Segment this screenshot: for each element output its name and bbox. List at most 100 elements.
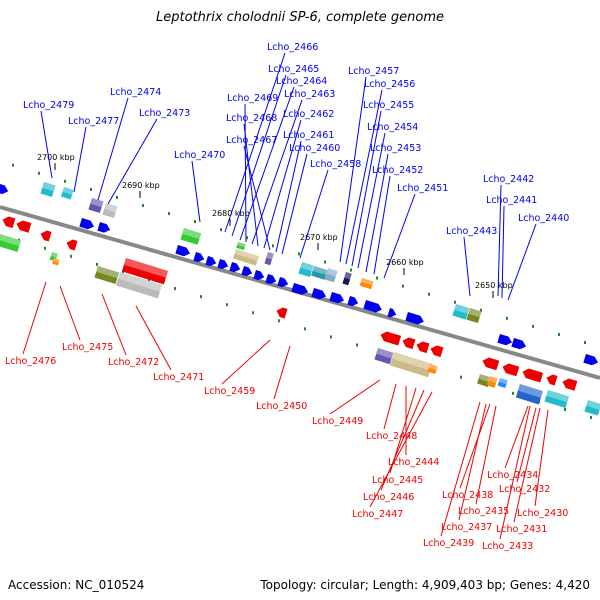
forward-gene-label: Lcho_2440: [518, 213, 569, 224]
gene-feature-box-highlight: [428, 364, 438, 371]
reverse-gene-label: Lcho_2435: [458, 506, 509, 517]
gene-feature-box-highlight: [300, 262, 314, 272]
gene-feature-box-rect: [477, 374, 490, 387]
forward-gene-label-leader: [299, 169, 329, 259]
forward-gene-label: Lcho_2470: [174, 150, 225, 161]
forward-gene-arrow: [363, 300, 382, 313]
forward-gene-label-leader: [224, 52, 286, 233]
forward-gene-label-leader: [281, 153, 308, 255]
forward-gene-arrow-shape: [311, 288, 327, 300]
reverse-gene-label-leader: [273, 345, 291, 400]
forward-gene-label: Lcho_2461: [283, 130, 334, 141]
gene-feature-box-highlight: [586, 400, 600, 410]
gene-feature-box-highlight: [376, 348, 394, 359]
gene-feature-box-highlight: [478, 374, 490, 382]
reverse-gene-arrow-shape: [66, 239, 78, 251]
forward-gene-label: Lcho_2477: [68, 116, 119, 127]
gene-feature-box: [298, 262, 314, 278]
forward-gene-arrow: [205, 256, 217, 267]
forward-gene-arrow: [253, 270, 265, 281]
gene-feature-box-rect: [311, 266, 328, 280]
gene-feature-box: [0, 234, 22, 252]
forward-gene-label: Lcho_2442: [483, 174, 534, 185]
scale-label: 2690 kbp: [122, 181, 160, 190]
reverse-gene-label: Lcho_2431: [496, 524, 547, 535]
gene-feature-box-rect: [298, 262, 314, 278]
reverse-gene-arrow: [66, 239, 78, 251]
reverse-gene-arrow: [276, 307, 288, 319]
gene-feature-box-rect: [88, 198, 104, 214]
map-title: Leptothrix cholodnii SP-6, complete geno…: [156, 10, 444, 25]
scale-tick-mark: [558, 332, 560, 336]
gene-feature-box-highlight: [117, 272, 163, 292]
reverse-gene-label: Lcho_2444: [388, 457, 439, 468]
forward-gene-arrow: [347, 296, 359, 307]
forward-gene-label: Lcho_2468: [226, 113, 277, 124]
reverse-gene-label-leader: [475, 405, 497, 505]
forward-gene-label: Lcho_2456: [364, 79, 415, 90]
gene-feature-box-rect: [452, 304, 470, 320]
forward-gene-label: Lcho_2457: [348, 66, 399, 77]
forward-gene-arrow: [329, 292, 345, 304]
forward-gene-arrow-shape: [205, 256, 217, 267]
accession-text: Accession: NC_010524: [8, 578, 145, 592]
scale-tick-mark: [584, 341, 586, 345]
forward-gene-label: Lcho_2451: [397, 183, 448, 194]
gene-feature-box-highlight: [468, 308, 482, 318]
reverse-gene-label-leader: [59, 285, 81, 341]
reverse-gene-label: Lcho_2471: [153, 372, 204, 383]
forward-gene-arrow-shape: [277, 277, 289, 288]
scale-tick-mark: [590, 416, 592, 420]
gene-feature-box: [466, 308, 482, 324]
forward-gene-arrow: [511, 338, 527, 350]
reverse-gene-label-leader: [499, 405, 531, 540]
reverse-gene-label-leader: [516, 407, 537, 483]
reverse-gene-arrow-shape: [380, 331, 402, 346]
forward-gene-arrow: [291, 283, 308, 295]
gene-feature-box-rect: [342, 272, 352, 286]
gene-feature-box-highlight: [488, 376, 498, 384]
gene-feature-box-rect: [584, 400, 600, 416]
scale-tick-mark: [200, 295, 202, 299]
gene-feature-box-highlight: [498, 378, 508, 385]
forward-gene-label-leader: [243, 145, 271, 251]
reverse-gene-label-leader: [459, 403, 491, 489]
scale-tick-mark: [278, 319, 280, 323]
gene-feature-box-rect: [264, 252, 274, 266]
reverse-gene-arrow: [522, 368, 544, 383]
forward-gene-arrow-shape: [175, 245, 191, 257]
reverse-gene-label: Lcho_2448: [366, 431, 417, 442]
forward-gene-label-leader: [383, 193, 416, 279]
reverse-gene-label: Lcho_2446: [363, 492, 414, 503]
gene-feature-box: [94, 266, 120, 284]
gene-feature-box-rect: [324, 268, 338, 283]
gene-feature-box: [497, 378, 508, 389]
reverse-gene-label-leader: [383, 383, 397, 430]
forward-gene-arrow-shape: [329, 292, 345, 304]
reverse-gene-arrow-shape: [482, 357, 500, 371]
forward-gene-arrow-shape: [217, 259, 229, 270]
scale-tick-mark: [70, 254, 72, 258]
gene-feature-box-highlight: [123, 258, 169, 278]
reverse-gene-label-leader: [513, 407, 541, 523]
reverse-gene-arrow: [430, 345, 444, 358]
forward-gene-label: Lcho_2467: [226, 135, 277, 146]
forward-gene-label-leader: [497, 184, 502, 297]
scale-tick-mark: [12, 163, 14, 167]
reverse-gene-arrow-shape: [276, 307, 288, 319]
gene-feature-box-highlight: [546, 390, 570, 403]
gene-feature-box: [324, 268, 338, 283]
gene-feature-box-rect: [544, 390, 570, 408]
scale-tick-mark: [174, 287, 176, 291]
reverse-gene-arrow: [380, 331, 402, 346]
forward-gene-label-leader: [345, 89, 383, 265]
forward-gene-label-leader: [244, 103, 247, 243]
reverse-gene-label-leader: [458, 403, 487, 521]
gene-feature-box: [264, 252, 274, 266]
scale-tick-mark: [142, 204, 144, 208]
forward-gene-arrow: [175, 245, 191, 257]
gene-feature-box: [88, 198, 104, 214]
forward-gene-label-leader: [507, 223, 537, 301]
gene-feature-box-rect: [427, 364, 438, 375]
